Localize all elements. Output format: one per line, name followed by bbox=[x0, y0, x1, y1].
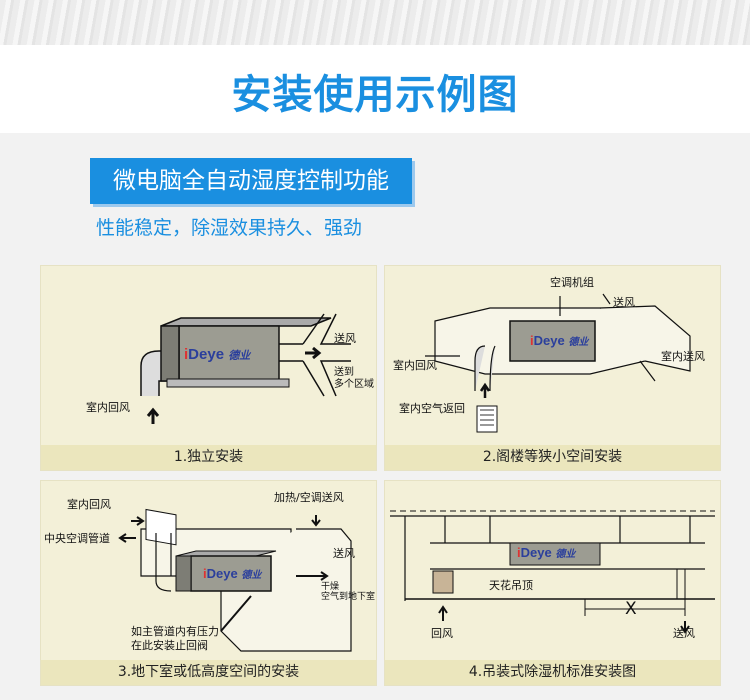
panel-caption: 1.独立安装 bbox=[41, 445, 376, 470]
label-distance-x: X bbox=[625, 599, 637, 619]
label-multi-2: 多个区域 bbox=[334, 379, 374, 390]
label-indoor-return: 室内空气返回 bbox=[399, 402, 465, 415]
label-central-duct: 中央空调管道 bbox=[44, 532, 110, 545]
standalone-diagram bbox=[140, 313, 351, 424]
attic-diagram bbox=[425, 293, 691, 433]
label-dry-2: 空气到地下室 bbox=[321, 592, 376, 602]
panel-caption: 4.吊装式除湿机标准安装图 bbox=[385, 660, 720, 685]
title-zone bbox=[0, 45, 750, 133]
label-multi-1: 送到 bbox=[334, 367, 354, 378]
feature-label: 微电脑全自动湿度控制功能 bbox=[90, 158, 412, 204]
label-dry-1: 干燥 bbox=[321, 582, 340, 592]
label-supply-air: 送风 bbox=[333, 547, 355, 560]
panel-caption: 3.地下室或低高度空间的安装 bbox=[41, 660, 376, 685]
label-ceiling: 天花吊顶 bbox=[489, 579, 533, 592]
label-valve-2: 在此安装止回阀 bbox=[131, 639, 208, 652]
page-title: 安装使用示例图 bbox=[231, 72, 519, 118]
panel-standalone: iDeye 德业 室内回风 送风 送到 多个区域 1.独立安装 bbox=[40, 265, 377, 471]
basement-diagram bbox=[118, 508, 352, 652]
label-return-air: 回风 bbox=[431, 627, 453, 640]
label-return-air: 室内回风 bbox=[67, 498, 111, 511]
label-supply-air: 送风 bbox=[613, 296, 635, 309]
label-ac-unit: 空调机组 bbox=[550, 276, 594, 289]
label-return-air: 室内回风 bbox=[393, 359, 437, 372]
label-heat-supply: 加热/空调送风 bbox=[274, 491, 344, 504]
label-supply-air: 送风 bbox=[673, 627, 695, 640]
brand-logo: iDeye 德业 bbox=[203, 566, 262, 581]
panel-attic: iDeye 德业 空调机组 送风 室内回风 室内送风 室内空气返回 2.阁楼等狭… bbox=[384, 265, 721, 471]
label-return-air: 室内回风 bbox=[86, 401, 130, 414]
brand-logo: iDeye 德业 bbox=[517, 545, 576, 560]
header-texture bbox=[0, 0, 750, 45]
panel-caption: 2.阁楼等狭小空间安装 bbox=[385, 445, 720, 470]
panel-ceiling: iDeye 德业 天花吊顶 回风 送风 X 4.吊装式除湿机标准安装图 bbox=[384, 480, 721, 686]
brand-logo: iDeye 德业 bbox=[530, 333, 589, 348]
label-supply-air: 送风 bbox=[334, 332, 356, 345]
label-indoor-supply: 室内送风 bbox=[661, 350, 705, 363]
brand-logo: iDeye 德业 bbox=[184, 346, 251, 363]
label-valve-1: 如主管道内有压力 bbox=[131, 625, 219, 638]
feature-subtitle: 性能稳定，除湿效果持久、强劲 bbox=[96, 217, 363, 239]
panel-basement: iDeye 德业 室内回风 中央空调管道 加热/空调送风 送风 干燥 空气到地下… bbox=[40, 480, 377, 686]
ceiling-diagram bbox=[390, 510, 715, 634]
